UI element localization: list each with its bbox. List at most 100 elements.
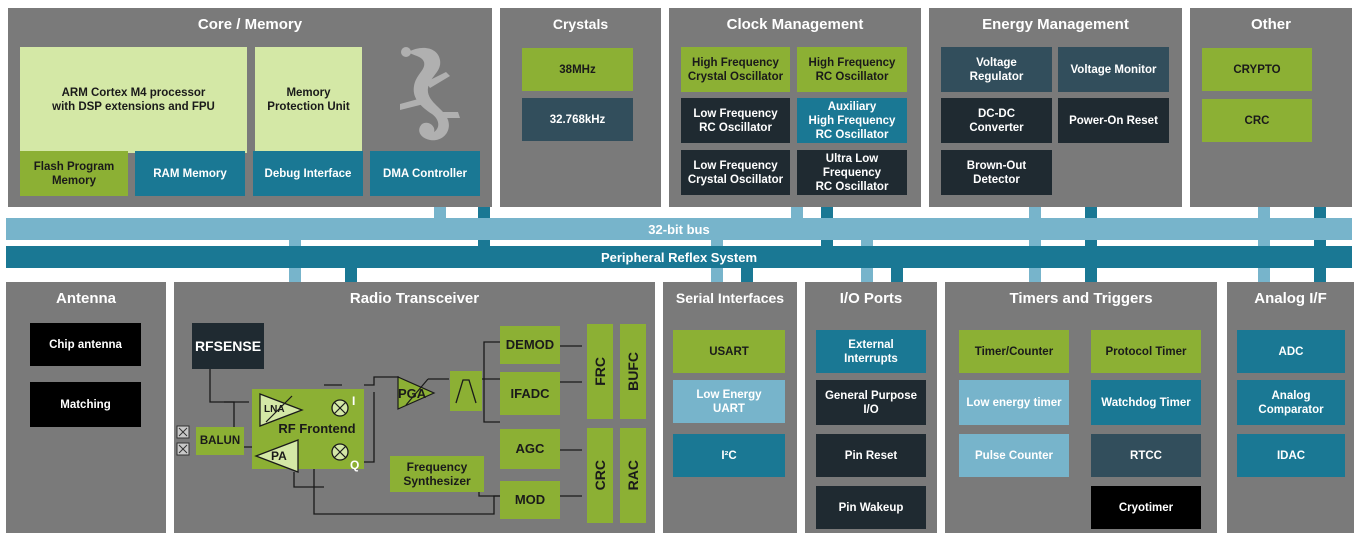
pa-label: PA bbox=[271, 449, 287, 463]
block-label: Pin Wakeup bbox=[838, 501, 904, 514]
block-label: CRYPTO bbox=[1233, 63, 1281, 76]
block-label: RTCC bbox=[1130, 449, 1162, 462]
pin-reset-block: Pin Reset bbox=[816, 434, 926, 477]
block-label: ARM Cortex M4 processor with DSP extensi… bbox=[52, 87, 215, 113]
block-label: Flash Program Memory bbox=[33, 160, 115, 187]
block-label: Frequency Synthesizer bbox=[403, 460, 471, 488]
crc-radio-block: CRC bbox=[587, 428, 613, 523]
block-label: DEMOD bbox=[505, 337, 555, 352]
rf-port-icon bbox=[176, 425, 190, 456]
low-energy-timer-block: Low energy timer bbox=[959, 380, 1069, 425]
other-bus-connector bbox=[1258, 207, 1270, 219]
block-label: Protocol Timer bbox=[1105, 345, 1187, 358]
rfsense-block: RFSENSE bbox=[192, 323, 264, 369]
mpu-block: Memory Protection Unit bbox=[255, 47, 362, 153]
panel-other: Other CRYPTO CRC bbox=[1190, 8, 1352, 207]
block-label: RAM Memory bbox=[153, 167, 227, 180]
rf-frontend-label: RF Frontend bbox=[278, 421, 356, 436]
panel-serial-interfaces: Serial Interfaces USART Low Energy UART … bbox=[663, 282, 797, 533]
bandpass-filter-block bbox=[450, 371, 482, 411]
block-label: RAC bbox=[625, 460, 641, 491]
panel-radio-transceiver: Radio Transceiver RFSENSE RF Frontend bbox=[174, 282, 655, 533]
external-interrupts-block: External Interrupts bbox=[816, 330, 926, 373]
block-label: Low Energy UART bbox=[696, 388, 762, 415]
timer-counter-block: Timer/Counter bbox=[959, 330, 1069, 373]
panel-title: I/O Ports bbox=[839, 290, 903, 307]
crystal-38mhz-block: 38MHz bbox=[522, 48, 633, 91]
panel-title: Timers and Triggers bbox=[1009, 290, 1153, 307]
block-label: USART bbox=[709, 345, 749, 358]
pin-wakeup-block: Pin Wakeup bbox=[816, 486, 926, 529]
pa-amplifier-icon bbox=[254, 439, 299, 473]
serial-prs-connector bbox=[741, 268, 753, 282]
panel-clock-management: Clock Management High Frequency Crystal … bbox=[669, 8, 921, 207]
block-label: DMA Controller bbox=[383, 167, 467, 180]
block-label: High Frequency RC Oscillator bbox=[808, 56, 896, 83]
idac-block: IDAC bbox=[1237, 434, 1345, 477]
analog-prs-connector bbox=[1314, 268, 1326, 282]
dcdc-converter-block: DC-DC Converter bbox=[941, 98, 1052, 143]
block-label: AGC bbox=[515, 441, 545, 456]
block-label: Low energy timer bbox=[966, 396, 1062, 409]
block-label: DC-DC Converter bbox=[969, 107, 1024, 134]
leuart-block: Low Energy UART bbox=[673, 380, 785, 423]
panel-title: Serial Interfaces bbox=[675, 290, 785, 306]
demod-block: DEMOD bbox=[500, 326, 560, 364]
cpu-block: ARM Cortex M4 processor with DSP extensi… bbox=[20, 47, 247, 153]
block-label: Watchdog Timer bbox=[1101, 396, 1191, 409]
io-prs-connector bbox=[891, 268, 903, 282]
power-on-reset-block: Power-On Reset bbox=[1058, 98, 1169, 143]
frc-block: FRC bbox=[587, 324, 613, 419]
panel-title: Energy Management bbox=[982, 16, 1129, 33]
bandpass-filter-icon bbox=[455, 379, 477, 404]
block-label: Pulse Counter bbox=[975, 449, 1053, 462]
block-label: 32.768kHz bbox=[549, 113, 606, 126]
crystal-32khz-block: 32.768kHz bbox=[522, 98, 633, 141]
radio-prs-connector bbox=[345, 268, 357, 282]
block-label: Memory Protection Unit bbox=[267, 87, 350, 113]
panel-analog-if: Analog I/F ADC Analog Comparator IDAC bbox=[1227, 282, 1354, 533]
frequency-synthesizer-block: Frequency Synthesizer bbox=[390, 456, 484, 492]
block-label: Ultra Low Frequency RC Oscillator bbox=[815, 152, 889, 193]
energy-bus-connector bbox=[1029, 207, 1041, 219]
agc-block: AGC bbox=[500, 429, 560, 469]
mod-block: MOD bbox=[500, 481, 560, 519]
block-label: I²C bbox=[721, 449, 737, 462]
panel-energy-management: Energy Management Voltage Regulator Volt… bbox=[929, 8, 1182, 207]
hfxo-block: High Frequency Crystal Oscillator bbox=[681, 47, 790, 92]
block-label: RFSENSE bbox=[194, 338, 262, 354]
block-label: Brown-Out Detector bbox=[966, 159, 1027, 186]
mixer-i-icon bbox=[331, 399, 349, 417]
panel-title: Other bbox=[1250, 16, 1291, 33]
lfrco-block: Low Frequency RC Oscillator bbox=[681, 98, 790, 143]
block-label: IDAC bbox=[1276, 449, 1306, 462]
rtcc-block: RTCC bbox=[1091, 434, 1201, 477]
block-label: Voltage Regulator bbox=[969, 56, 1024, 83]
block-label: General Purpose I/O bbox=[824, 389, 918, 416]
block-label: Cryotimer bbox=[1118, 501, 1174, 514]
block-label: Power-On Reset bbox=[1069, 114, 1158, 127]
lna-amplifier-icon bbox=[259, 393, 304, 427]
block-label: Chip antenna bbox=[49, 338, 122, 351]
block-label: Low Frequency Crystal Oscillator bbox=[687, 159, 784, 186]
panel-core-memory: Core / Memory ARM Cortex M4 processor wi… bbox=[8, 8, 492, 207]
block-label: Auxiliary High Frequency RC Oscillator bbox=[808, 100, 896, 141]
mixer-q-icon bbox=[331, 443, 349, 461]
crc-block: CRC bbox=[1202, 99, 1312, 142]
usart-block: USART bbox=[673, 330, 785, 373]
block-label: Debug Interface bbox=[264, 167, 352, 180]
bus-prs-label: Peripheral Reflex System bbox=[600, 249, 758, 265]
cryotimer-block: Cryotimer bbox=[1091, 486, 1201, 529]
block-label: CRC bbox=[592, 460, 608, 491]
panel-title: Antenna bbox=[56, 290, 116, 307]
core-bus-connector bbox=[434, 207, 446, 219]
block-label: ADC bbox=[1278, 345, 1304, 358]
ulfrco-block: Ultra Low Frequency RC Oscillator bbox=[797, 150, 907, 195]
adc-block: ADC bbox=[1237, 330, 1345, 373]
balun-block: BALUN bbox=[196, 427, 244, 455]
gpio-block: General Purpose I/O bbox=[816, 380, 926, 425]
debug-interface-block: Debug Interface bbox=[253, 151, 363, 196]
voltage-monitor-block: Voltage Monitor bbox=[1058, 47, 1169, 92]
i2c-block: I²C bbox=[673, 434, 785, 477]
brown-out-detector-block: Brown-Out Detector bbox=[941, 150, 1052, 195]
